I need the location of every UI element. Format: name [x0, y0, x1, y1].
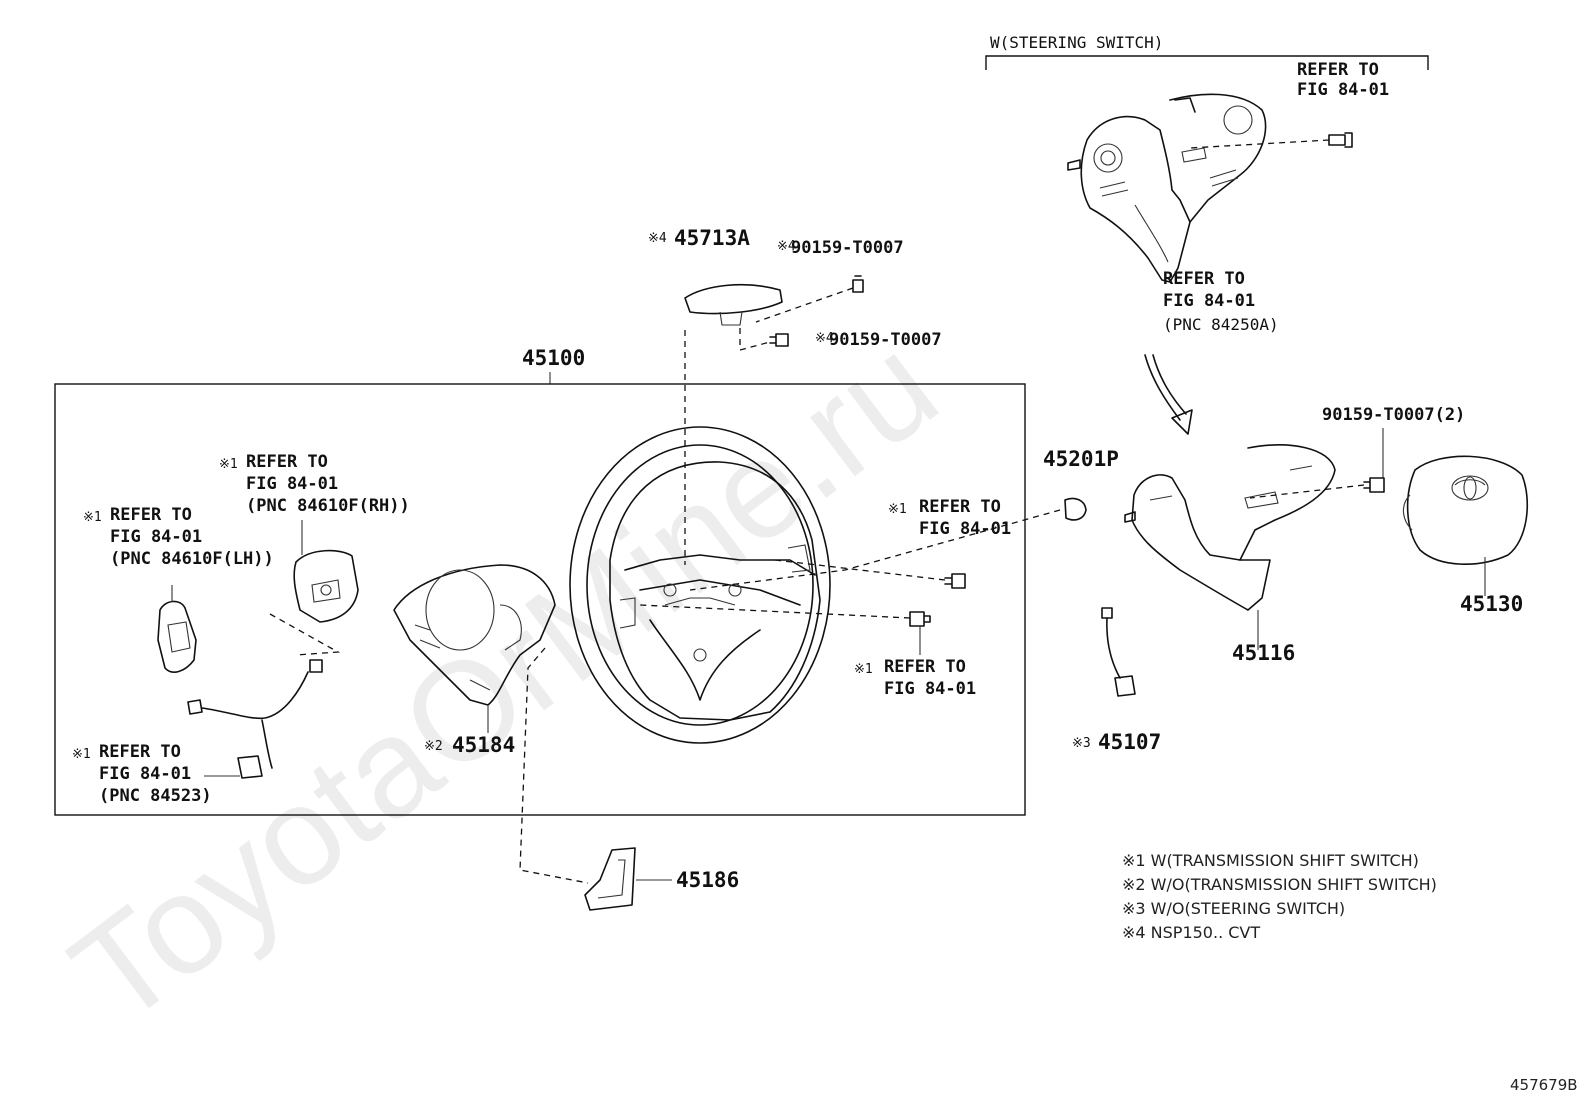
switch-lh-drawing	[157, 585, 197, 673]
mark-screw-right-lower: ※1	[854, 662, 873, 677]
part-number-screw-qty: 90159-T0007(2)	[1322, 405, 1465, 425]
airbag-group: 45130	[1402, 455, 1528, 616]
screw-upper-icon	[852, 275, 864, 293]
ref-screw-right-lower-line1: REFER TO	[884, 657, 966, 677]
cover-trim-drawing	[584, 847, 636, 911]
screw-right-upper-icon	[944, 573, 966, 589]
steering-switch-drawing	[1067, 93, 1267, 283]
ref-screw-right-upper-line1: REFER TO	[919, 497, 1001, 517]
screw-top-right-icon	[1189, 132, 1353, 149]
part-number-screw-lower: 90159-T0007	[829, 330, 942, 350]
legend-item-3: ※3 W/O(STEERING SWITCH)	[1122, 899, 1345, 918]
mark-ref-lh: ※1	[83, 510, 102, 525]
ref-lh-line1: REFER TO	[110, 505, 192, 525]
pad-insert-drawing	[684, 283, 783, 315]
steering-wheel-drawing	[569, 426, 831, 744]
ref-top-right-line2: FIG 84-01	[1297, 80, 1389, 100]
mark-lower-cover: ※2	[424, 739, 443, 754]
group-bracket	[985, 55, 1429, 70]
wire-group: ※3 45107	[1072, 607, 1161, 754]
ref-rh-line2: FIG 84-01	[246, 474, 338, 494]
wire-connector-top	[1101, 607, 1113, 619]
airbag-drawing	[1406, 455, 1528, 565]
figure-id: 457679B	[1510, 1076, 1578, 1094]
screw-right-lower-icon	[909, 611, 931, 627]
legend-item-1: ※1 W(TRANSMISSION SHIFT SWITCH)	[1122, 851, 1419, 870]
ref-top-right-line1: REFER TO	[1297, 60, 1379, 80]
part-number-nut: 45201P	[1043, 447, 1119, 471]
ref-switch-line3: (PNC 84250A)	[1163, 315, 1279, 334]
cover-trim-group: 45186	[584, 847, 739, 911]
mark-screw-upper: ※4	[777, 239, 796, 254]
leader-switch	[269, 613, 341, 656]
part-number-wire: 45107	[1098, 730, 1161, 754]
mark-ref-harness: ※1	[72, 747, 91, 762]
ref-switch-line2: FIG 84-01	[1163, 291, 1255, 311]
assembly-box	[54, 383, 1026, 816]
leader-cover-trim	[519, 647, 589, 884]
legend-item-4: ※4 NSP150.. CVT	[1122, 923, 1260, 942]
group-header: W(STEERING SWITCH)	[990, 33, 1163, 52]
assembly-frame: 45100 45201P ※1 REFER TO FIG 84-01	[54, 346, 1119, 884]
ref-harness-line1: REFER TO	[99, 742, 181, 762]
part-number-spoke-cover: 45116	[1232, 641, 1295, 665]
wire-harness-drawing	[187, 659, 323, 779]
part-number-screw-upper: 90159-T0007	[791, 238, 904, 258]
ref-rh-line3: (PNC 84610F(RH))	[246, 496, 410, 516]
ref-harness-line2: FIG 84-01	[99, 764, 191, 784]
part-number-assembly: 45100	[522, 346, 585, 370]
mark-wire: ※3	[1072, 736, 1091, 751]
steering-switch-group: W(STEERING SWITCH) REFER TO FIG 84-01 RE…	[985, 33, 1429, 435]
assembly-arrow	[1144, 354, 1193, 435]
wire-connector-bottom	[1114, 675, 1136, 697]
leader-nut	[689, 509, 1061, 591]
ref-lh-line2: FIG 84-01	[110, 527, 202, 547]
nut-icon	[1064, 497, 1087, 521]
screw-qty-group: 90159-T0007(2)	[1249, 405, 1465, 499]
mark-screw-right-upper: ※1	[888, 502, 907, 517]
pad-insert-group: ※4 45713A ※4 90159-T0007 ※4 90159-T0007	[648, 226, 942, 565]
screw-lower-icon	[769, 333, 789, 347]
ref-harness-line3: (PNC 84523)	[99, 786, 212, 806]
ref-screw-right-lower-line2: FIG 84-01	[884, 679, 976, 699]
part-number-airbag: 45130	[1460, 592, 1523, 616]
mark-pad-insert: ※4	[648, 231, 667, 246]
part-number-lower-cover: 45184	[452, 733, 515, 757]
legend: ※1 W(TRANSMISSION SHIFT SWITCH) ※2 W/O(T…	[1122, 851, 1437, 942]
ref-switch-line1: REFER TO	[1163, 269, 1245, 289]
mark-ref-rh: ※1	[219, 457, 238, 472]
ref-rh-line1: REFER TO	[246, 452, 328, 472]
lower-cover-drawing	[393, 564, 556, 706]
ref-lh-line3: (PNC 84610F(LH))	[110, 549, 274, 569]
switch-rh-drawing	[293, 520, 359, 623]
ref-screw-right-upper-line2: FIG 84-01	[919, 519, 1011, 539]
part-number-pad-insert: 45713A	[674, 226, 750, 250]
part-number-cover-trim: 45186	[676, 868, 739, 892]
legend-item-2: ※2 W/O(TRANSMISSION SHIFT SWITCH)	[1122, 875, 1437, 894]
screw-qty-icon	[1363, 477, 1385, 493]
mark-screw-lower: ※4	[815, 331, 834, 346]
spoke-cover-group: 45116	[1124, 444, 1336, 665]
